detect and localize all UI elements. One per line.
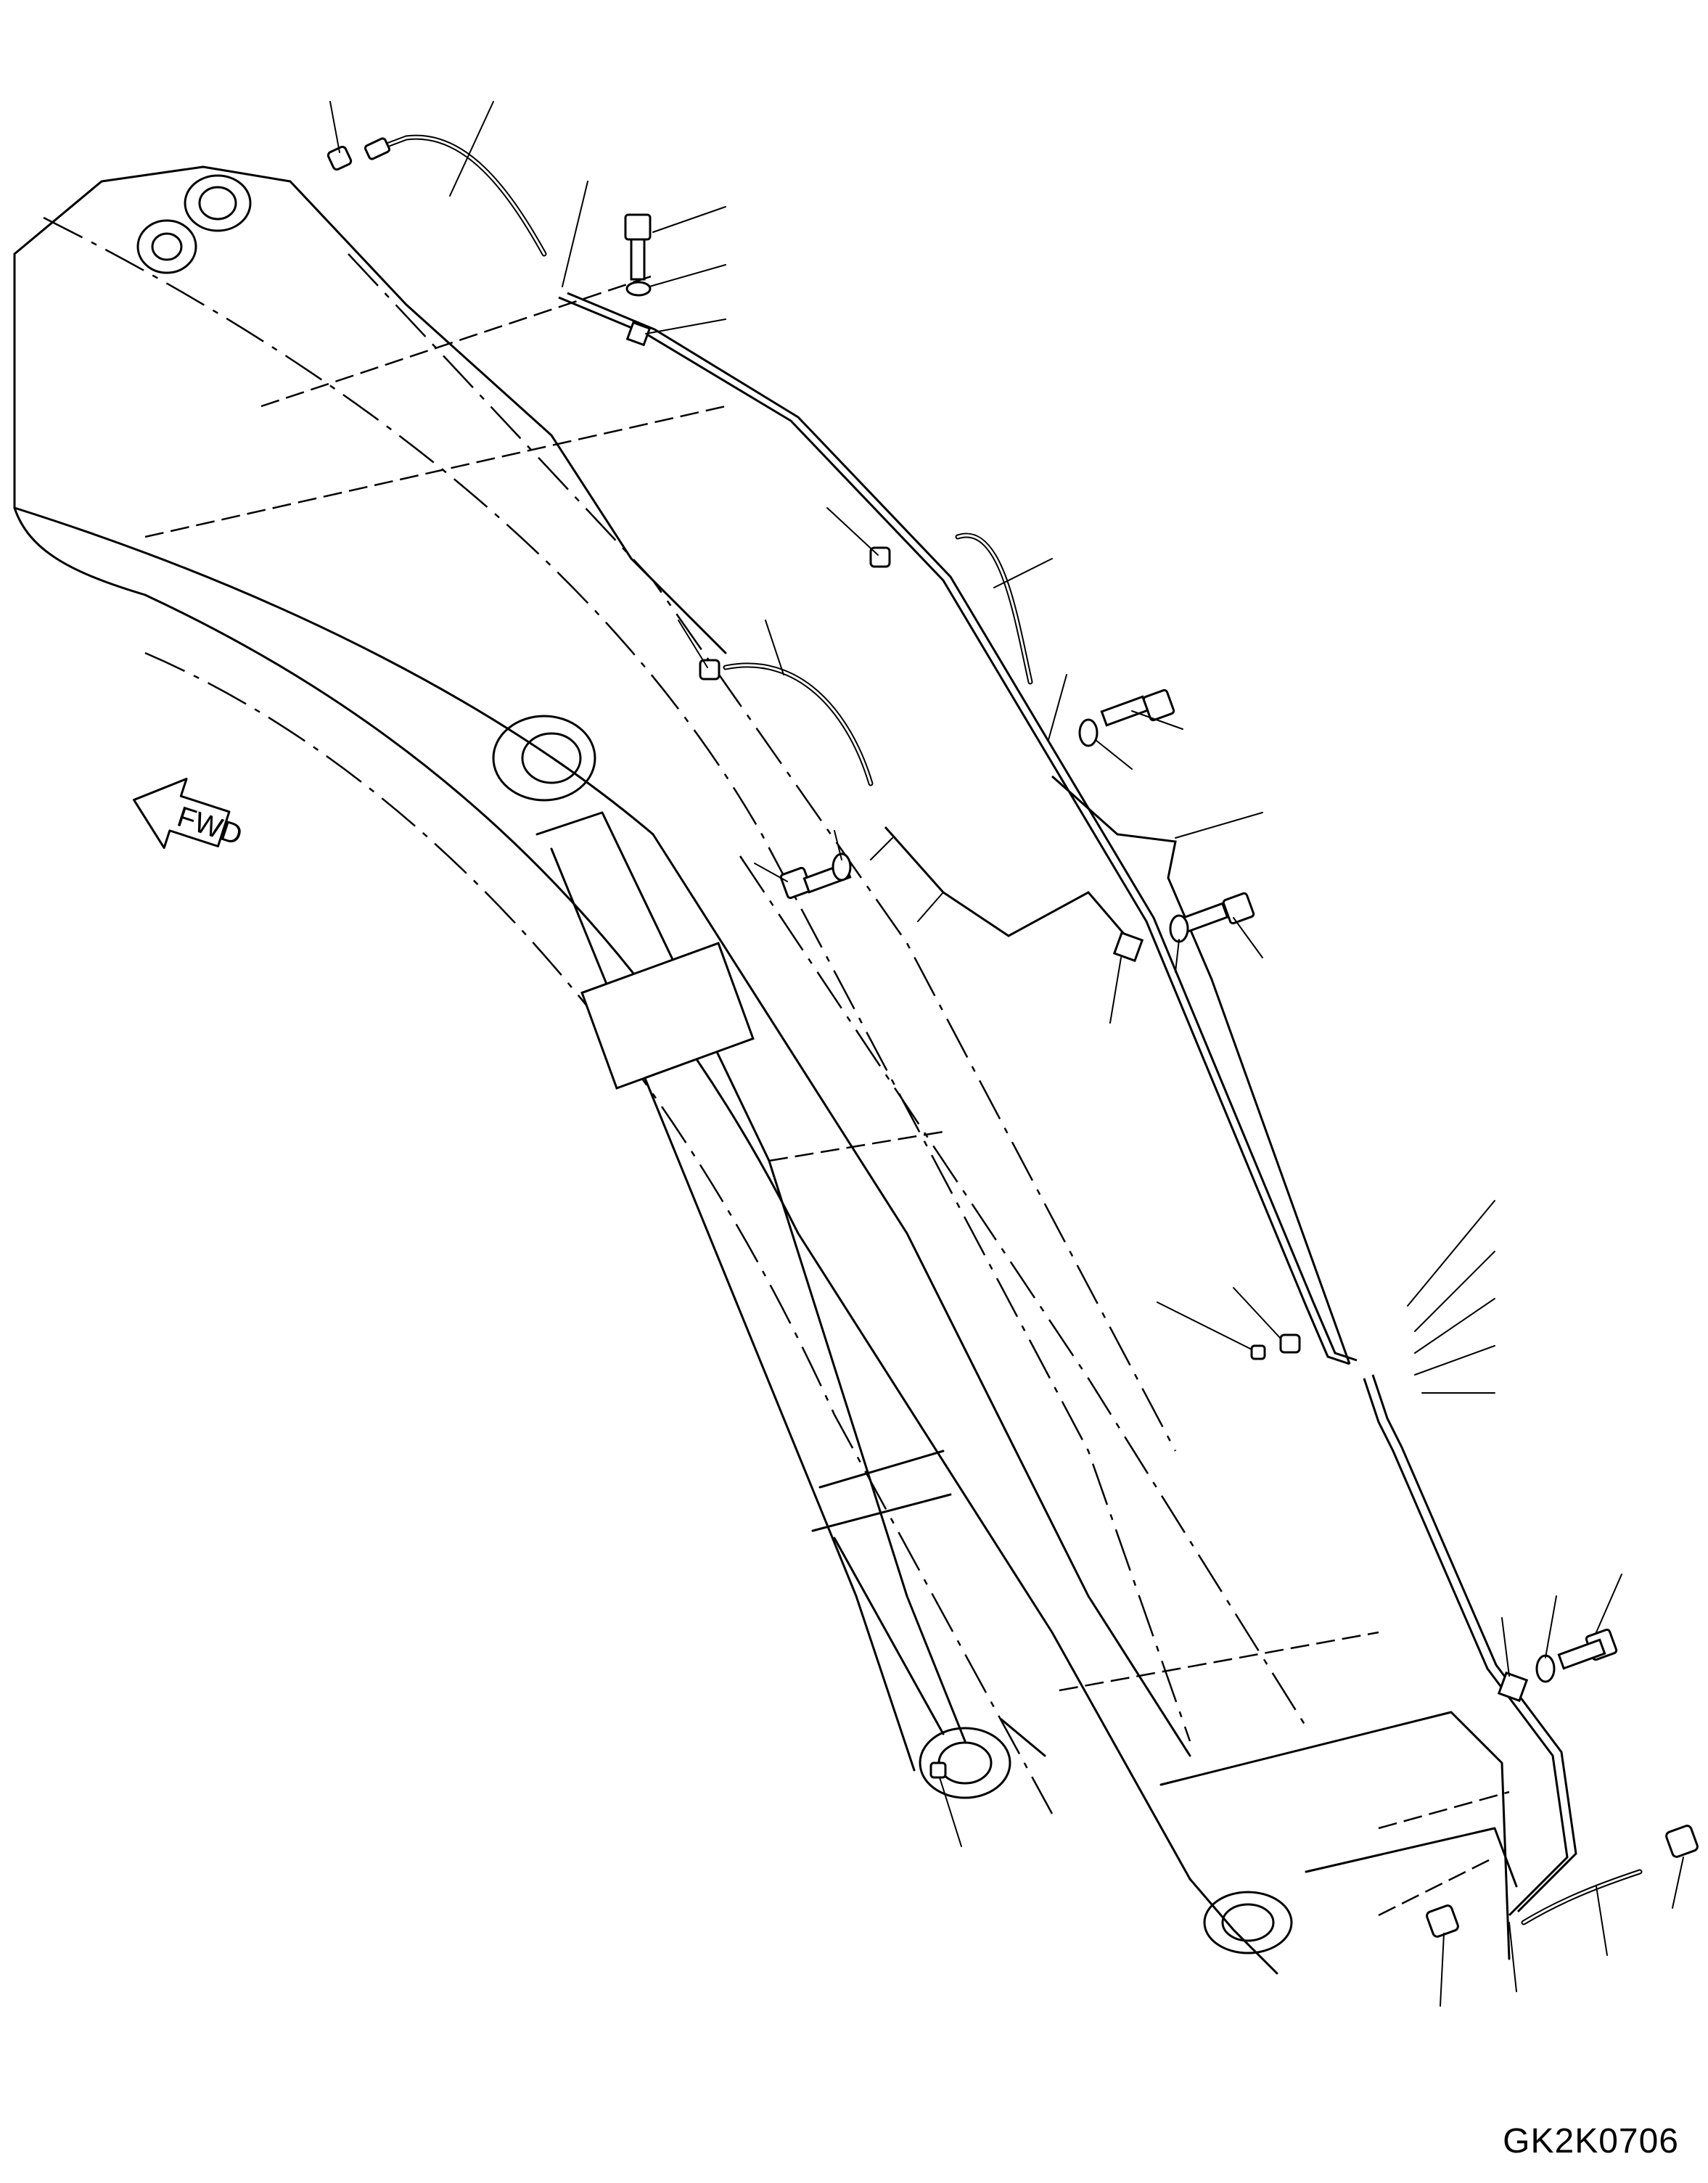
hoses [374, 134, 1643, 1925]
boom-cylinder [492, 715, 1046, 1799]
drawing-code: GK2K0706 [1503, 2122, 1679, 2161]
pipe-lines [558, 292, 1577, 1917]
phantom-lines [43, 216, 1510, 1917]
fittings [327, 137, 1699, 1938]
boom-outline [13, 165, 1518, 1975]
leader-lines [329, 101, 1684, 2007]
fwd-arrow-icon: FWD [133, 778, 246, 852]
